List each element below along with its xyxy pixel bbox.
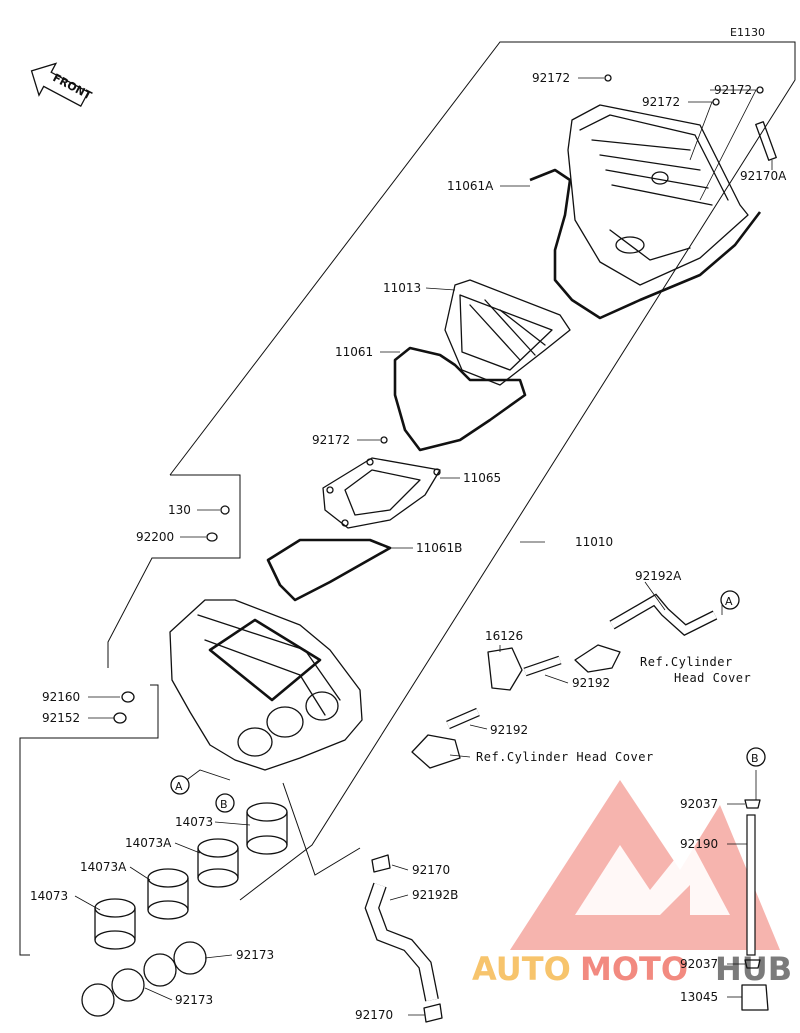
label-92192a: 92192A — [635, 569, 682, 583]
label-11065: 11065 — [463, 471, 501, 485]
label-92170-mid: 92170 — [412, 863, 450, 877]
gasket-11061b — [266, 538, 392, 602]
exploded-frame-left-upper — [107, 474, 241, 668]
hose-92192a-inner — [610, 595, 717, 635]
diagram-code: E1130 — [730, 26, 765, 39]
cover-fitting-upper — [574, 644, 621, 673]
label-14073-top: 14073 — [175, 815, 213, 829]
hose-92192b-inner — [365, 883, 438, 1002]
intake-ducts — [94, 802, 288, 950]
plug-13045 — [741, 984, 769, 1011]
callout-b-right — [746, 747, 766, 767]
label-14073a-low: 14073A — [80, 860, 127, 874]
screw-92172-low — [380, 436, 388, 444]
watermark-auto: AUTO — [472, 950, 571, 988]
screw-92172-mid — [712, 98, 720, 106]
label-92172-mid: 92172 — [642, 95, 680, 109]
clip-92037-low — [744, 959, 761, 969]
label-ref-head-cover-1-line1: Ref.Cylinder — [640, 655, 733, 669]
label-16126: 16126 — [485, 629, 523, 643]
label-92172-low: 92172 — [312, 433, 350, 447]
label-92037-low: 92037 — [680, 957, 718, 971]
callout-b-right-label: B — [751, 752, 759, 765]
watermark-inner-icon — [575, 840, 730, 915]
joint-16126 — [487, 647, 523, 691]
watermark-moto: MOTO — [580, 950, 688, 988]
watermark-logo — [510, 780, 780, 950]
front-arrow-icon — [30, 62, 90, 108]
label-14073-left: 14073 — [30, 889, 68, 903]
label-92160: 92160 — [42, 690, 80, 704]
exploded-frame-upper — [169, 41, 796, 901]
label-130: 130 — [168, 503, 191, 517]
cover-fitting-lower — [411, 734, 461, 769]
hose-92190 — [746, 814, 756, 956]
callout-a-bottom — [170, 775, 190, 795]
label-92192b: 92192B — [412, 888, 458, 902]
label-13045: 13045 — [680, 990, 718, 1004]
label-92170a: 92170A — [740, 169, 787, 183]
label-ref-head-cover-2: Ref.Cylinder Head Cover — [476, 750, 654, 764]
label-11061a: 11061A — [447, 179, 494, 193]
upper-housing-cover — [567, 104, 749, 286]
screw-92172-right — [756, 86, 764, 94]
lower-air-cleaner-housing — [169, 599, 363, 771]
label-92200: 92200 — [136, 530, 174, 544]
screw-92172-top — [604, 74, 612, 82]
label-92152: 92152 — [42, 711, 80, 725]
gasket-11061 — [393, 346, 527, 452]
leader-lines — [74, 77, 773, 1016]
label-92170-low: 92170 — [355, 1008, 393, 1022]
callout-a-bottom-label: A — [175, 780, 183, 793]
collar-92152 — [113, 712, 127, 724]
label-92037-top: 92037 — [680, 797, 718, 811]
label-92173-a: 92173 — [236, 948, 274, 962]
air-filter-element — [444, 279, 571, 386]
clip-92037-top — [744, 799, 761, 809]
label-11061b: 11061B — [416, 541, 462, 555]
element-holder-plate — [322, 457, 441, 529]
label-11061: 11061 — [335, 345, 373, 359]
callout-a-top-label: A — [725, 595, 733, 608]
clip-92170-low — [423, 1003, 443, 1023]
label-11010: 11010 — [575, 535, 613, 549]
exploded-frame-hose — [282, 782, 361, 876]
label-92173-b: 92173 — [175, 993, 213, 1007]
watermark-triangle-icon — [510, 780, 780, 950]
label-92172-top: 92172 — [532, 71, 570, 85]
exploded-frame-left-lower — [19, 684, 159, 956]
gasket-11061a — [529, 168, 762, 320]
bolt-130 — [220, 505, 230, 515]
watermark-hub: HUB — [715, 950, 792, 988]
label-92192-b: 92192 — [490, 723, 528, 737]
grommet-92160 — [121, 691, 135, 703]
callout-b-left — [215, 793, 235, 813]
label-92192-a: 92192 — [572, 676, 610, 690]
callout-b-left-label: B — [220, 798, 228, 811]
label-92190: 92190 — [680, 837, 718, 851]
pipe-92170a — [755, 121, 777, 161]
label-14073a-top: 14073A — [125, 836, 172, 850]
label-92172-right: 92172 — [714, 83, 752, 97]
label-11013: 11013 — [383, 281, 421, 295]
clip-92170-mid — [371, 854, 391, 873]
washer-92200 — [206, 532, 218, 542]
callout-a-top — [720, 590, 740, 610]
label-ref-head-cover-1-line2: Head Cover — [674, 671, 751, 685]
